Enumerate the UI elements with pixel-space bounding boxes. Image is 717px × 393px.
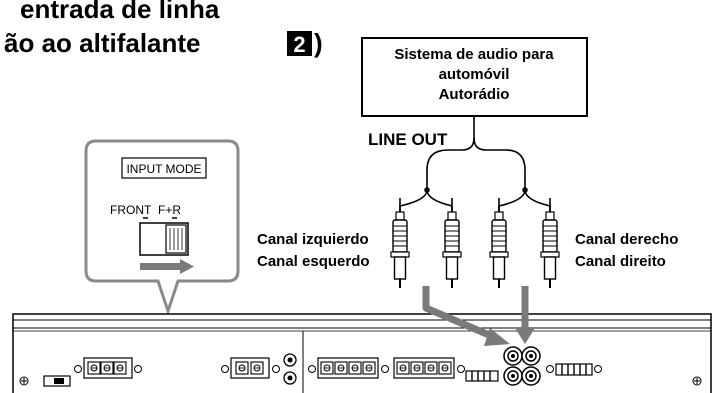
heading-line1: entrada de linha [20,0,220,24]
source-box-line2: automóvil [439,66,510,83]
rca-plug-right-1 [489,197,509,289]
left-channel-es: Canal izquierdo [257,231,369,248]
rca-plug-left-2 [442,197,462,289]
fuse-holder [43,375,71,387]
speaker-terminal-block-2 [393,357,465,379]
input-mode-callout: INPUT MODE FRONT F+R [84,139,240,316]
cable-junction-left [424,187,430,193]
mount-hole-icons [19,376,702,386]
remote-terminal-block [221,353,297,385]
input-mode-title: INPUT MODE [126,162,201,176]
step-number-badge: 2 [287,31,312,57]
right-channel-es: Canal derecho [575,231,678,248]
rca-plug-left-1 [390,197,410,289]
cable-junction-right [522,187,528,193]
step-number: 2 [293,32,305,57]
speaker-terminal-block-1 [308,357,389,379]
input-mode-title-box [121,157,207,179]
source-box-line1: Sistema de audio para [394,46,554,63]
option-fr-label: F+R [158,203,181,217]
input-mode-switch[interactable] [139,222,189,256]
rca-input-jacks[interactable] [503,346,541,386]
line-out-label: LINE OUT [368,130,448,149]
right-channel-pt: Canal direito [575,253,666,270]
slide-right-arrow [140,259,194,274]
input-mode-switch-knob[interactable] [165,224,187,254]
car-audio-system-box: Sistema de audio para automóvil Autorádi… [361,37,588,117]
insert-arrows [422,286,535,346]
heading-line2-close-paren: ) [314,28,323,58]
rca-plug-right-2 [540,197,560,289]
power-terminal-block [74,357,142,379]
amplifier-unit [12,313,712,393]
connector-small-1 [465,370,499,382]
option-front-label: FRONT [110,203,152,217]
heading-line2-text: ão ao altifalante [4,28,201,58]
left-channel-pt: Canal esquerdo [257,253,370,270]
heading-line2: ão ao altifalante [4,28,201,58]
connector-small-2 [546,363,602,376]
source-box-line3: Autorádio [439,86,510,103]
